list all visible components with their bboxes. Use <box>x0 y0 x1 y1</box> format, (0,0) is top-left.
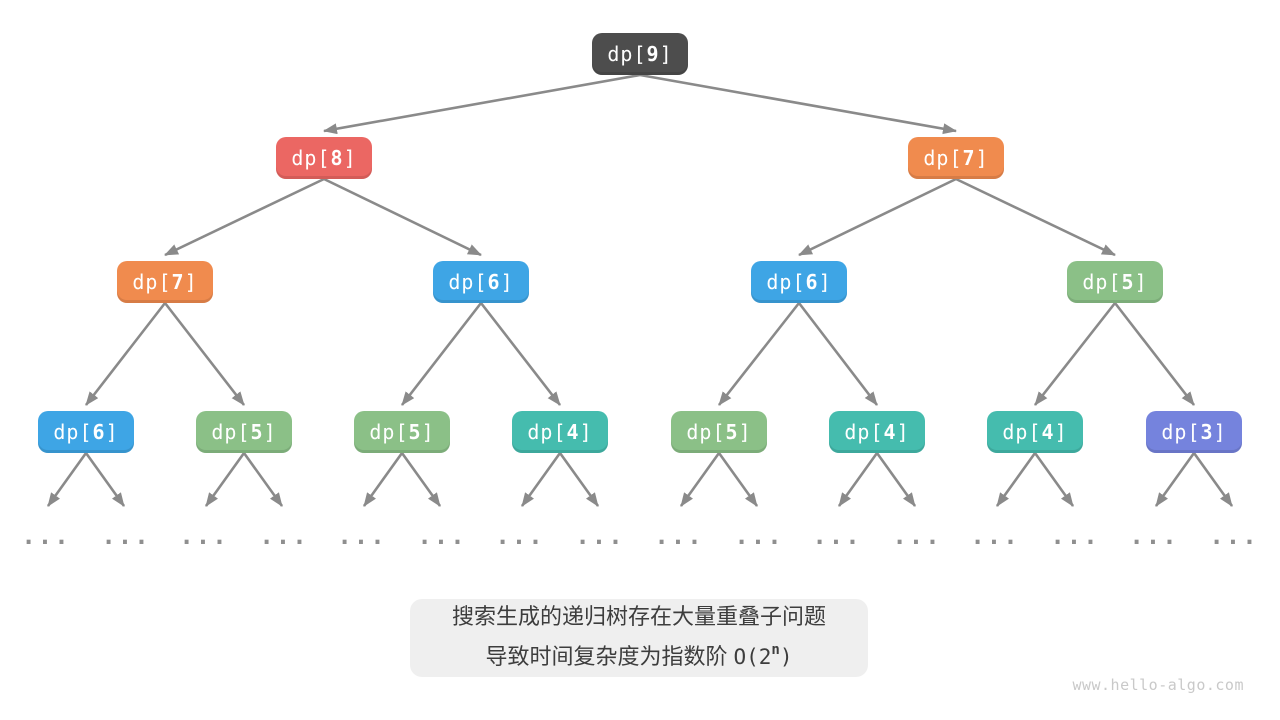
ellipsis: ... <box>417 522 467 550</box>
tree-edge <box>242 452 284 507</box>
ellipsis: ... <box>1050 522 1100 550</box>
tree-node-dp6: dp[6] <box>433 261 529 303</box>
ellipsis: ... <box>337 522 387 550</box>
tree-node-dp4: dp[4] <box>987 411 1083 453</box>
tree-edge <box>1113 302 1196 406</box>
complexity-formula: O(2n) <box>733 642 793 669</box>
tree-edge <box>362 452 404 507</box>
ellipsis: ... <box>812 522 862 550</box>
tree-node-dp8: dp[8] <box>276 137 372 179</box>
tree-edge <box>1192 452 1234 507</box>
ellipsis: ... <box>892 522 942 550</box>
tree-node-dp5: dp[5] <box>1067 261 1163 303</box>
tree-edge <box>995 452 1037 507</box>
tree-edge <box>558 452 600 507</box>
tree-edge <box>1154 452 1196 507</box>
tree-node-dp4: dp[4] <box>512 411 608 453</box>
ellipsis: ... <box>21 522 71 550</box>
tree-edge <box>204 452 246 507</box>
tree-edge <box>46 452 88 507</box>
tree-edge <box>679 452 721 507</box>
tree-edge <box>955 177 1116 257</box>
ellipsis: ... <box>259 522 309 550</box>
caption-line2-text: 导致时间复杂度为指数阶 <box>485 645 728 670</box>
ellipsis: ... <box>1209 522 1259 550</box>
tree-node-dp3: dp[3] <box>1146 411 1242 453</box>
tree-node-dp5: dp[5] <box>671 411 767 453</box>
tree-edge <box>323 177 482 257</box>
watermark: www.hello-algo.com <box>1072 676 1244 694</box>
ellipsis: ... <box>101 522 151 550</box>
tree-edge <box>479 302 562 406</box>
tree-edge <box>797 302 879 406</box>
tree-edge <box>520 452 562 507</box>
tree-edge <box>400 302 483 406</box>
tree-edge <box>163 302 246 406</box>
ellipsis: ... <box>495 522 545 550</box>
tree-edge <box>717 452 759 507</box>
tree-edge <box>639 73 957 135</box>
tree-edge <box>798 177 957 257</box>
tree-node-dp7: dp[7] <box>908 137 1004 179</box>
tree-node-dp6: dp[6] <box>751 261 847 303</box>
tree-edge <box>837 452 879 507</box>
tree-edge <box>84 452 126 507</box>
tree-node-dp6: dp[6] <box>38 411 134 453</box>
ellipsis: ... <box>654 522 704 550</box>
tree-edge <box>875 452 917 507</box>
tree-node-dp5: dp[5] <box>196 411 292 453</box>
tree-edge <box>1033 302 1117 406</box>
tree-edge <box>84 302 167 406</box>
ellipsis: ... <box>179 522 229 550</box>
tree-node-dp9: dp[9] <box>592 33 688 75</box>
ellipsis: ... <box>1129 522 1179 550</box>
ellipsis: ... <box>575 522 625 550</box>
tree-node-dp7: dp[7] <box>117 261 213 303</box>
ellipsis: ... <box>734 522 784 550</box>
tree-node-dp4: dp[4] <box>829 411 925 453</box>
formula-exponent: n <box>771 642 780 658</box>
ellipsis: ... <box>970 522 1020 550</box>
caption-line1: 搜索生成的递归树存在大量重叠子问题 <box>451 605 826 630</box>
tree-edge <box>323 73 641 135</box>
tree-node-dp5: dp[5] <box>354 411 450 453</box>
tree-edge <box>1033 452 1075 507</box>
tree-edge <box>717 302 801 406</box>
tree-edge <box>400 452 442 507</box>
tree-edge <box>164 177 325 257</box>
